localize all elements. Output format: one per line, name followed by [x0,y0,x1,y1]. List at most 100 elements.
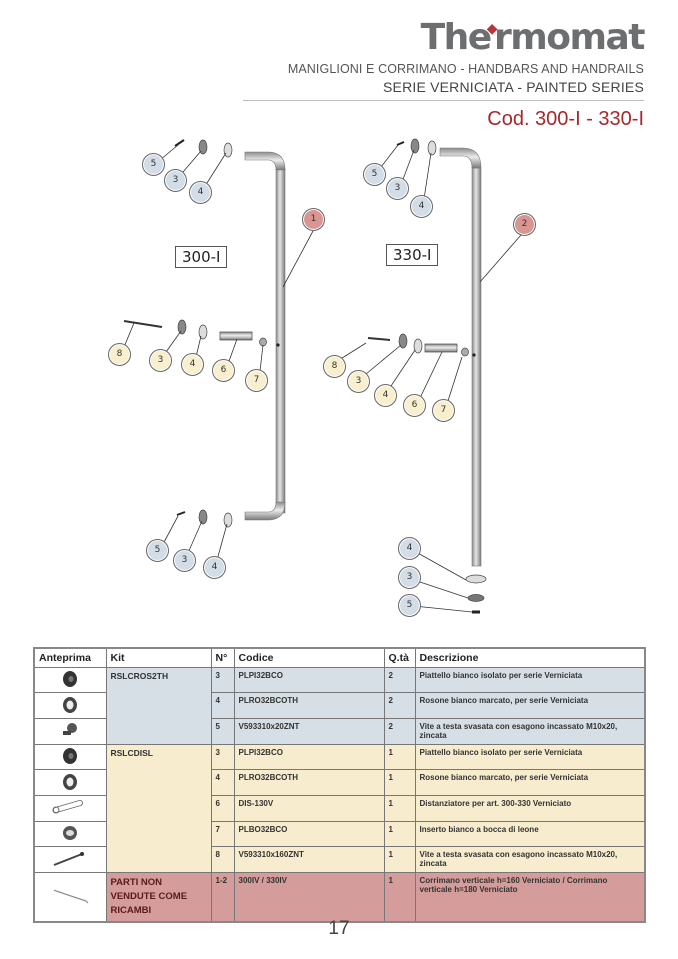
callout-left-top-3: 3 [164,169,187,192]
code-cell: PLBO32BCO [233,820,385,848]
callout-left-bottom-3: 3 [173,549,196,572]
description-cell: Inserto bianco a bocca di leone [414,820,646,848]
qty-cell: 1 [383,743,416,771]
long-screw-icon [53,851,85,866]
handrail-330i [439,147,482,567]
screw-icon [63,723,78,736]
number-cell: 5 [210,717,235,745]
qty-cell: 1 [383,769,416,796]
table-header-row: Anteprima Kit N° Codice Q.tà Descrizione [33,647,646,668]
callout-right-mid-3: 3 [347,370,370,393]
kit-cell: RSLCDISL [105,743,212,874]
callout-right-top-3: 3 [386,177,409,200]
drop-icon: ◆ [486,21,498,37]
callout-left-bottom-4: 4 [203,556,226,579]
parts-table: Anteprima Kit N° Codice Q.tà Descrizione… [33,647,646,923]
page-number: 17 [328,918,350,939]
qty-cell: 1 [383,794,416,822]
spacer-icon [52,800,84,814]
preview-cell [33,846,107,873]
preview-cell [33,769,107,796]
col-code: Codice [233,647,385,668]
number-cell: 1-2 [210,872,235,923]
callout-right-mid-8: 8 [323,355,346,378]
table-row: PARTI NON VENDUTE COME RICAMBI 1-2 300IV… [33,872,646,923]
callout-left-top-5: 5 [142,153,165,176]
preview-cell [33,692,107,719]
code-cell: PLPI32BCO [233,666,385,694]
callout-right-bottom-3: 3 [398,566,421,589]
code-cell: DIS-130V [233,794,385,822]
callout-left-mid-7: 7 [245,369,268,392]
brand-suffix: rmomat [493,17,646,58]
table-row: RSLCDISL 3 PLPI32BCO 1 Piattello bianco … [33,743,646,874]
callout-right-mid-4: 4 [374,384,397,407]
qty-cell: 1 [383,846,416,873]
preview-cell [33,820,107,848]
callout-right-bottom-5: 5 [398,594,421,617]
callout-left-bottom-5: 5 [146,539,169,562]
code-cell: PLRO32BCOTH [233,692,385,719]
number-cell: 6 [210,794,235,822]
number-cell: 8 [210,846,235,873]
preview-cell [33,717,107,745]
rosette-icon [63,696,78,713]
callout-rail-1: 1 [302,208,325,231]
platter-icon [63,670,78,687]
number-cell: 4 [210,769,235,796]
qty-cell: 1 [383,820,416,848]
callout-left-mid-8: 8 [108,343,131,366]
handrail-300i [244,151,286,521]
callout-rail-2: 2 [513,213,536,236]
description-cell: Rosone bianco marcato, per serie Vernici… [414,692,646,719]
description-cell: Vite a testa svasata con esagono incassa… [414,846,646,873]
code-cell: 300IV / 330IV [233,872,385,923]
table-row: 5 V593310x20ZNT 2 Vite a testa svasata c… [33,717,646,745]
callout-left-top-4: 4 [189,181,212,204]
rosette-icon [63,773,78,790]
callout-right-top-4: 4 [410,195,433,218]
number-cell: 3 [210,743,235,771]
kit-cell: RSLCROS2TH [105,666,212,745]
qty-cell: 2 [383,666,416,694]
col-qty: Q.tà [383,647,416,668]
preview-cell [33,666,107,694]
table-row: 8 V593310x160ZNT 1 Vite a testa svasata … [33,846,646,873]
preview-cell [33,794,107,822]
col-number: N° [210,647,235,668]
code-cell: PLRO32BCOTH [233,769,385,796]
insert-icon [63,825,78,840]
qty-cell: 2 [383,692,416,719]
description-cell: Rosone bianco marcato, per serie Vernici… [414,769,646,796]
callout-left-mid-4: 4 [181,353,204,376]
callout-left-mid-3: 3 [149,349,172,372]
hardware-parts [123,138,487,614]
description-cell: Corrimano verticale h=160 Verniciato / C… [414,872,646,923]
diagram-canvas [123,138,522,614]
model-label-330i: 330-I [386,244,439,266]
col-description: Descrizione [414,647,646,668]
header-divider [243,100,644,101]
exploded-diagram: 5 3 4 1 300-I 8 3 4 6 7 5 3 4 5 3 4 2 33… [0,125,678,625]
series-title: SERIE VERNICIATA - PAINTED SERIES [383,79,644,95]
callout-right-top-5: 5 [363,163,386,186]
callout-left-mid-6: 6 [212,359,235,382]
leader-lines [123,144,522,613]
table-row: 4 PLRO32BCOTH 2 Rosone bianco marcato, p… [33,692,646,719]
qty-cell: 2 [383,717,416,745]
code-cell: V593310x160ZNT [233,846,385,873]
category-title: MANIGLIONI E CORRIMANO - HANDBARS AND HA… [287,62,644,76]
preview-cell [33,743,107,771]
platter-icon [63,747,78,764]
table-row: 4 PLRO32BCOTH 1 Rosone bianco marcato, p… [33,769,646,796]
col-preview: Anteprima [33,647,107,668]
qty-cell: 1 [383,872,416,923]
model-label-300i: 300-I [175,246,228,268]
table-row: 7 PLBO32BCO 1 Inserto bianco a bocca di … [33,820,646,848]
description-cell: Distanziatore per art. 300-330 Verniciat… [414,794,646,822]
preview-cell [33,872,107,923]
col-kit: Kit [105,647,212,668]
description-cell: Piattello bianco isolato per serie Verni… [414,743,646,771]
code-cell: PLPI32BCO [233,743,385,771]
description-cell: Vite a testa svasata con esagono incassa… [414,717,646,745]
